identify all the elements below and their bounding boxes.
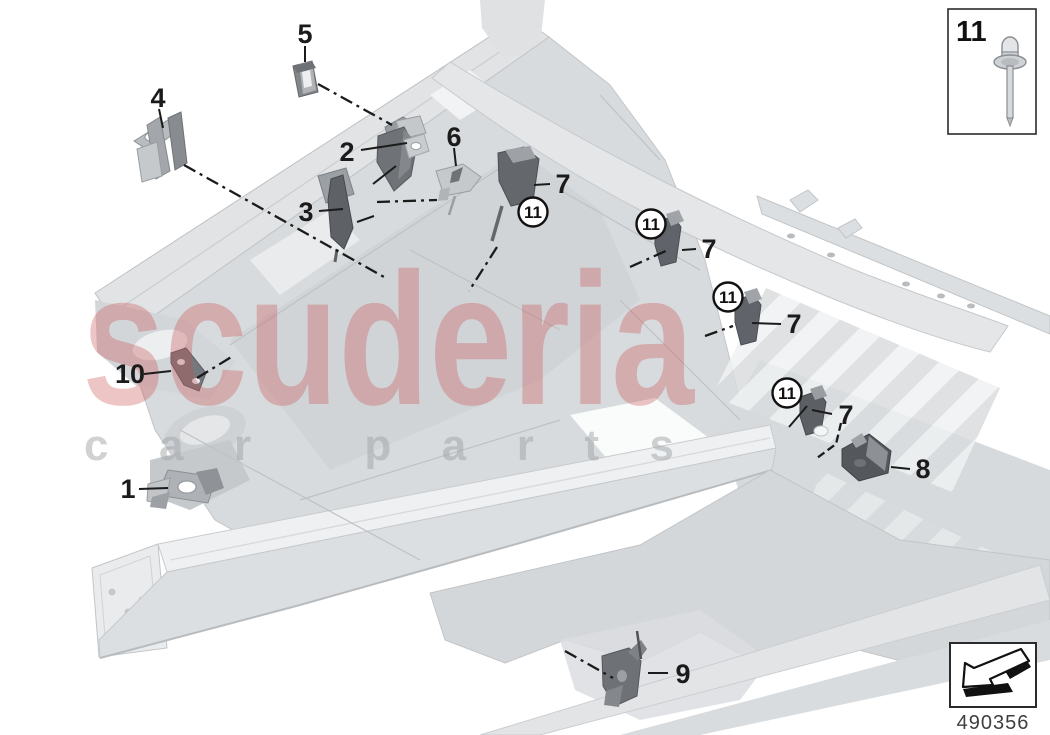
direction-legend-box: 490356: [949, 642, 1037, 734]
watermark-brand-text: scuderia: [82, 234, 695, 444]
blind-rivet-icon: [993, 36, 1027, 128]
part-1-bracket: [146, 468, 224, 509]
callout-7a: 7: [555, 169, 570, 199]
part-4-bracket: [133, 111, 188, 183]
body-structure-art: [91, 0, 1050, 735]
callout-8: 8: [915, 454, 930, 484]
callout-9: 9: [675, 659, 690, 689]
circled-callouts: 11 11 11 11: [517, 196, 803, 409]
circled-callout-11b-label: 11: [642, 215, 660, 234]
part-5-clip: [292, 60, 319, 98]
part-7-bracket-3: [734, 288, 762, 346]
callout-4: 4: [150, 83, 165, 113]
callout-7c: 7: [786, 309, 801, 339]
part-3-bracket: [317, 167, 355, 263]
circled-callout-11a-label: 11: [524, 203, 542, 222]
doc-number: 490356: [957, 712, 1030, 734]
part-7-bracket-4: [799, 385, 829, 437]
callout-3: 3: [298, 197, 313, 227]
circled-callout-11d: 11: [771, 377, 803, 409]
watermark-tagline-text: car parts: [84, 421, 674, 470]
direction-arrow-icon: [961, 647, 1031, 697]
circled-callout-11a: 11: [517, 196, 549, 228]
part-2-bracket: [376, 115, 430, 192]
leader-lines: [138, 46, 911, 674]
callout-7b: 7: [701, 234, 716, 264]
dash-dot-lines: [183, 82, 843, 680]
callout-6: 6: [446, 122, 461, 152]
part-10-bracket: [170, 347, 207, 392]
circled-callout-11c: 11: [712, 281, 744, 313]
callout-1: 1: [120, 474, 135, 504]
rivet-legend-label: 11: [956, 16, 987, 48]
callout-2: 2: [339, 137, 354, 167]
part-9-bracket: [601, 630, 647, 707]
circled-callout-11c-label: 11: [719, 288, 737, 307]
circled-callout-11d-label: 11: [778, 384, 796, 403]
part-8-bracket: [841, 433, 892, 482]
rivet-legend-box: 11: [947, 8, 1037, 135]
part-6-bracket: [435, 163, 482, 216]
callout-10: 10: [115, 359, 145, 389]
callout-7d: 7: [838, 400, 853, 430]
circled-callout-11b: 11: [635, 208, 667, 240]
callout-5: 5: [297, 19, 312, 49]
watermark: scuderia car parts: [82, 234, 695, 470]
